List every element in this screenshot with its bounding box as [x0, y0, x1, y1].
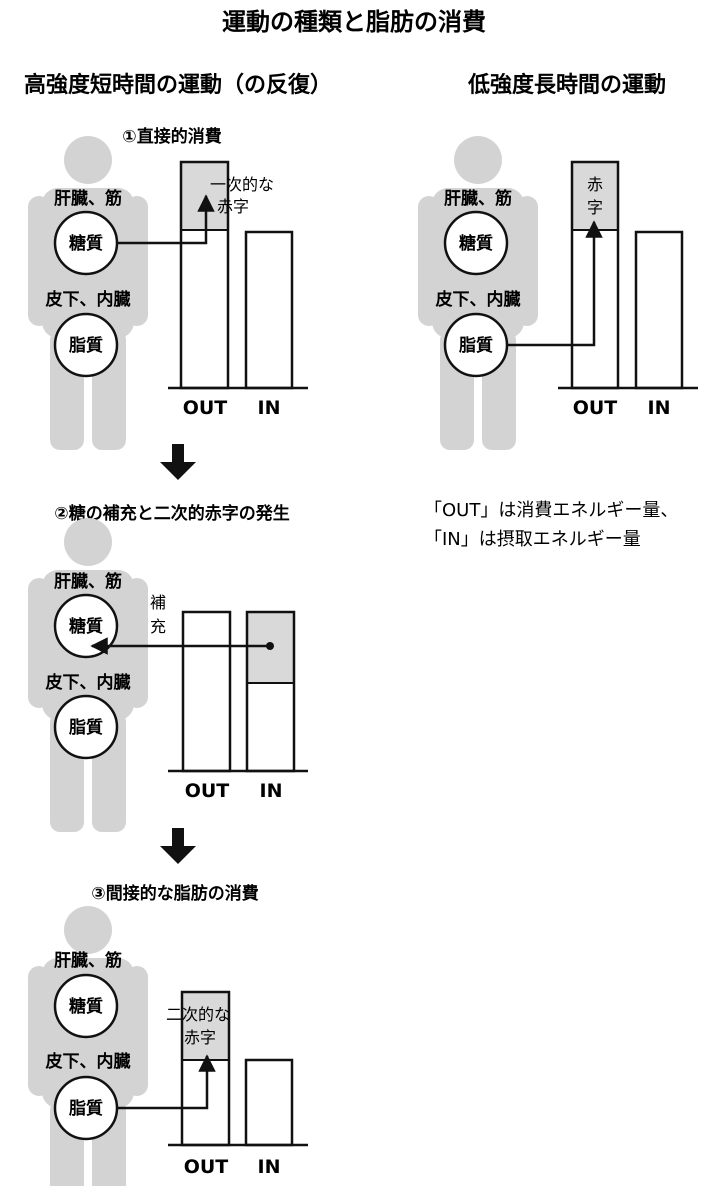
primary-deficit-line2: 赤字 — [217, 197, 249, 216]
energy-flow-arrow — [117, 1054, 216, 1110]
sugar-label: 糖質 — [69, 616, 103, 637]
sugar-label: 糖質 — [69, 996, 103, 1017]
replenish-char1: 補 — [150, 593, 166, 612]
energy-flow-arrow — [507, 220, 603, 347]
down-arrow-icon — [160, 828, 196, 864]
sugar-label: 糖質 — [459, 233, 493, 254]
panel-low-intensity: 肝臓、筋 糖質 皮下、内臓 脂質 赤 字 OUT IN — [418, 136, 698, 450]
secondary-deficit-line1: 二次的な — [166, 1005, 230, 1024]
main-title: 運動の種類と脂肪の消費 — [222, 8, 486, 36]
legend-line2: 「IN」は摂取エネルギー量 — [424, 529, 641, 550]
liver-muscle-label: 肝臓、筋 — [444, 188, 512, 209]
fat-circle — [53, 312, 119, 378]
fat-label: 脂質 — [69, 717, 103, 738]
fat-label: 脂質 — [459, 335, 493, 356]
in-label: IN — [258, 1156, 281, 1178]
subcutaneous-visceral-label: 皮下、内臓 — [46, 672, 131, 693]
step1-label: ①直接的消費 — [122, 126, 221, 147]
subcutaneous-visceral-label: 皮下、内臓 — [436, 289, 521, 310]
deficit-area — [182, 992, 229, 1060]
subcutaneous-visceral-label: 皮下、内臓 — [46, 289, 131, 310]
step2-label: ②糖の補充と二次的赤字の発生 — [54, 503, 289, 524]
in-bar — [244, 230, 294, 390]
in-label: IN — [260, 780, 283, 802]
down-arrow-icon — [160, 444, 196, 480]
liver-muscle-label: 肝臓、筋 — [54, 950, 122, 971]
right-heading: 低強度長時間の運動 — [467, 72, 666, 98]
sugar-circle — [53, 973, 119, 1039]
in-label: IN — [258, 397, 281, 419]
energy-flow-arrow — [117, 194, 215, 245]
replenish-char2: 充 — [150, 617, 166, 636]
sugar-label: 糖質 — [69, 233, 103, 254]
body-silhouette — [28, 906, 148, 1186]
deficit-char2: 字 — [587, 198, 603, 217]
fat-label: 脂質 — [69, 1098, 103, 1119]
panel-indirect-consumption: ③間接的な脂肪の消費 肝臓、筋 糖質 皮下、内臓 脂質 二次的な 赤字 OUT … — [28, 883, 308, 1186]
legend-line1: 「OUT」は消費エネルギー量、 — [424, 500, 678, 521]
deficit-area — [181, 162, 228, 230]
secondary-deficit-line2: 赤字 — [184, 1028, 216, 1047]
out-label: OUT — [183, 397, 228, 419]
primary-deficit-line1: 一次的な — [210, 175, 274, 194]
panel-replenishment: ②糖の補充と二次的赤字の発生 肝臓、筋 糖質 皮下、内臓 脂質 補 充 OUT … — [28, 503, 308, 832]
out-label: OUT — [573, 397, 618, 419]
deficit-char1: 赤 — [587, 175, 603, 194]
fat-label: 脂質 — [69, 335, 103, 356]
subcutaneous-visceral-label: 皮下、内臓 — [46, 1051, 131, 1072]
step3-label: ③間接的な脂肪の消費 — [91, 883, 258, 904]
out-bar — [181, 610, 232, 773]
deficit-area — [572, 162, 618, 230]
left-heading: 高強度短時間の運動（の反復） — [24, 72, 332, 98]
in-bar — [244, 1058, 294, 1147]
sugar-circle — [443, 210, 509, 276]
in-label: IN — [648, 397, 671, 419]
liver-muscle-label: 肝臓、筋 — [54, 571, 122, 592]
fat-circle — [53, 694, 119, 760]
out-label: OUT — [185, 780, 230, 802]
out-label: OUT — [184, 1156, 229, 1178]
liver-muscle-label: 肝臓、筋 — [54, 188, 122, 209]
in-bar — [634, 230, 684, 390]
panel-direct-consumption: ①直接的消費 肝臓、筋 糖質 皮下、内臓 脂質 一次的な 赤字 OUT IN — [28, 126, 308, 450]
